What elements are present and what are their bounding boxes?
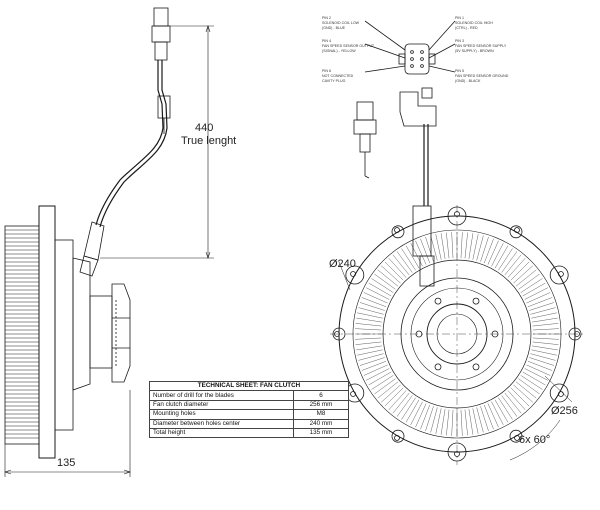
pin-3-id: PIN 3: [455, 39, 464, 43]
front-dimension-leaders: [338, 261, 573, 461]
row-label: Diameter between holes center: [149, 418, 294, 429]
side-view-fins: [5, 229, 39, 439]
row-value: 256 mm: [293, 399, 349, 411]
front-fins: [355, 232, 559, 436]
front-view-clutch: [330, 205, 585, 465]
row-label: Mounting holes: [149, 409, 294, 420]
dim-hole-pattern: 6x 60°: [519, 434, 550, 446]
row-value: 240 mm: [293, 418, 349, 429]
dimension-440-lines: [100, 25, 214, 259]
dimension-135-lines: [4, 390, 131, 477]
pin-2-line2: (GND) - BLUE: [322, 26, 346, 30]
technical-sheet-table: TECHNICAL SHEET: FAN CLUTCH Number of dr…: [149, 380, 349, 439]
pin-2-line1: SOLENOID COIL LOW: [322, 21, 360, 25]
pin-6-id: PIN 6: [322, 69, 331, 73]
pin-1-line1: SOLENOID COIL HIGH: [455, 21, 493, 25]
pin-5-id: PIN 5: [455, 69, 464, 73]
dim-diameter-256: Ø256: [551, 405, 578, 417]
row-value: 6: [293, 390, 349, 401]
connector-face: [364, 20, 456, 75]
pin-4-id: PIN 4: [322, 39, 331, 43]
sensor-cable: [79, 7, 171, 277]
pin-4-line1: FAN SPEED SENSOR OUTPUT: [322, 44, 375, 48]
pin-3-line1: FAN SPEED SENSOR SUPPLY: [455, 44, 507, 48]
pin-5-line1: FAN SPEED SENSOR GROUND: [455, 74, 509, 78]
pin-2-id: PIN 2: [322, 16, 331, 20]
dim-440-note: True lenght: [181, 135, 236, 147]
pin-6-line1: NOT CONNECTED: [322, 74, 354, 78]
front-sensor-assembly: [353, 87, 437, 287]
dim-diameter-240: Ø240: [329, 258, 356, 270]
row-label: Fan clutch diameter: [149, 399, 294, 411]
row-label: Number of drill for the blades: [149, 390, 294, 401]
dim-135-value: 135: [57, 457, 75, 469]
side-view-clutch: [4, 205, 131, 459]
dim-440-value: 440: [195, 122, 213, 134]
pin-1-line2: (CTRL) - RED: [455, 26, 478, 30]
pin-1-id: PIN 1: [455, 16, 464, 20]
technical-sheet-title: TECHNICAL SHEET: FAN CLUTCH: [149, 380, 349, 392]
pin-6-line2: CAVITY PLUG: [322, 79, 346, 83]
pin-labels-right: PIN 1 SOLENOID COIL HIGH (CTRL) - RED PI…: [455, 16, 509, 83]
pin-labels-left: PIN 2 SOLENOID COIL LOW (GND) - BLUE PIN…: [322, 16, 375, 83]
row-label: Total height: [149, 427, 294, 439]
pin-3-line2: (5V SUPPLY) - BROWN: [455, 49, 494, 53]
pin-5-line2: (GND) - BLACK: [455, 79, 481, 83]
row-value: 135 mm: [293, 427, 349, 439]
row-value: M8: [293, 409, 349, 420]
pin-4-line2: (SIGNAL) - YELLOW: [322, 49, 356, 53]
